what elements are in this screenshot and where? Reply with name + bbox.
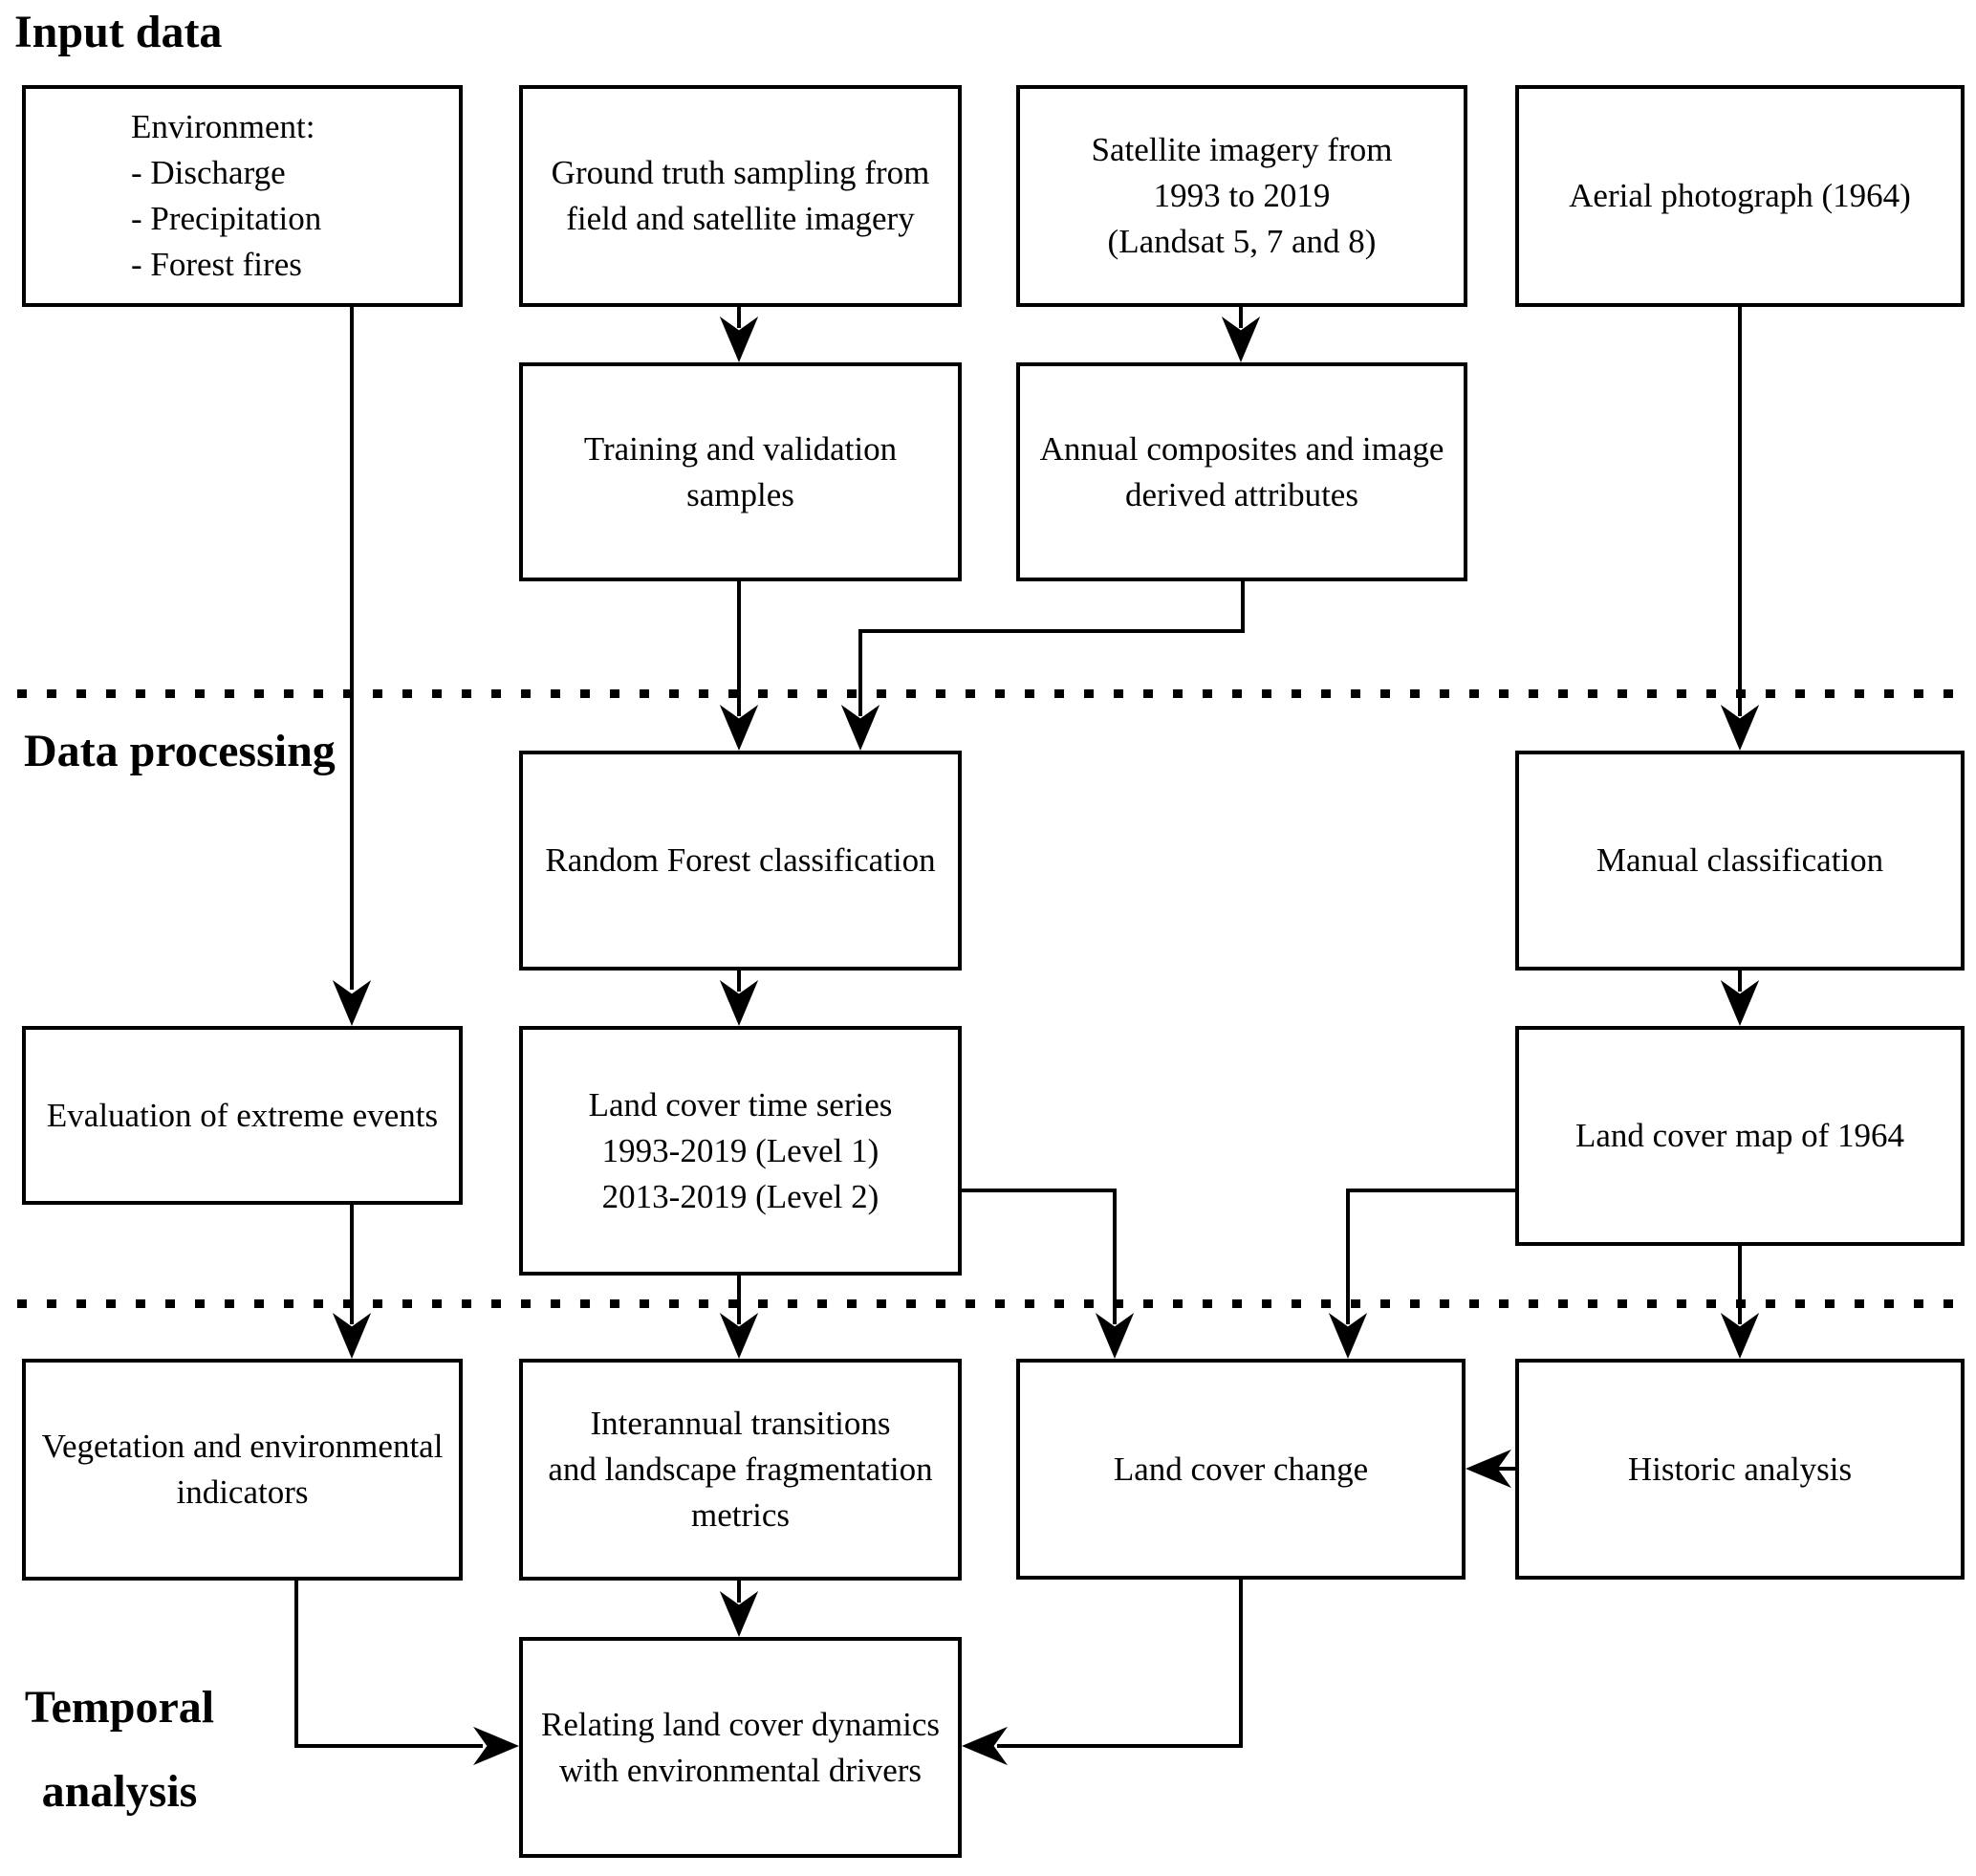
box-evaluation-extreme-events-text: Evaluation of extreme events bbox=[46, 1096, 439, 1134]
box-environment-text: Environment: - Discharge - Precipitation… bbox=[131, 108, 322, 283]
box-historic-analysis-text: Historic analysis bbox=[1627, 1450, 1853, 1488]
box-manual-classification-text: Manual classification bbox=[1596, 841, 1884, 879]
box-training-validation-samples: Training and validation samples bbox=[519, 362, 962, 581]
box-land-cover-map-1964: Land cover map of 1964 bbox=[1515, 1026, 1965, 1246]
line-change-elbow-across bbox=[997, 1744, 1243, 1748]
box-land-cover-time-series-text: Land cover time series 1993-2019 (Level … bbox=[588, 1085, 893, 1215]
line-environment-to-evaluation bbox=[350, 307, 354, 990]
box-interannual-transitions-text: Interannual transitions and landscape fr… bbox=[548, 1405, 933, 1534]
box-evaluation-extreme-events: Evaluation of extreme events bbox=[22, 1026, 463, 1205]
line-annual-elbow-to-random-forest bbox=[858, 629, 862, 716]
line-random-forest-to-time-series bbox=[737, 971, 741, 992]
box-annual-composites: Annual composites and image derived attr… bbox=[1016, 362, 1467, 581]
box-relating-dynamics-drivers-text: Relating land cover dynamics with enviro… bbox=[541, 1705, 940, 1789]
box-vegetation-indicators: Vegetation and environmental indicators bbox=[22, 1359, 463, 1581]
line-training-to-random-forest bbox=[737, 581, 741, 716]
dotted-separator-input-processing bbox=[17, 689, 1967, 698]
line-map-to-historic bbox=[1738, 1246, 1742, 1324]
line-interannual-to-relating bbox=[737, 1581, 741, 1603]
line-map-elbow-down bbox=[1346, 1189, 1350, 1324]
line-manual-to-land-cover-map bbox=[1738, 971, 1742, 992]
line-historic-to-land-cover-change bbox=[1494, 1467, 1517, 1471]
box-land-cover-change-text: Land cover change bbox=[1113, 1450, 1369, 1488]
box-random-forest-classification-text: Random Forest classification bbox=[545, 841, 936, 879]
box-ground-truth-sampling: Ground truth sampling from field and sat… bbox=[519, 85, 962, 307]
box-satellite-imagery: Satellite imagery from 1993 to 2019 (Lan… bbox=[1016, 85, 1467, 307]
line-ground-truth-to-training bbox=[737, 307, 741, 328]
line-time-series-to-interannual bbox=[737, 1276, 741, 1324]
line-vegetation-elbow-down bbox=[294, 1581, 298, 1748]
box-land-cover-map-1964-text: Land cover map of 1964 bbox=[1574, 1117, 1905, 1154]
box-historic-analysis: Historic analysis bbox=[1515, 1359, 1965, 1580]
line-time-series-elbow-down bbox=[1113, 1189, 1117, 1324]
section-label-input-data: Input data bbox=[14, 7, 223, 57]
box-land-cover-change: Land cover change bbox=[1016, 1359, 1466, 1580]
line-change-elbow-down bbox=[1239, 1580, 1243, 1748]
box-interannual-transitions: Interannual transitions and landscape fr… bbox=[519, 1359, 962, 1581]
dotted-separator-processing-temporal bbox=[17, 1299, 1967, 1308]
box-random-forest-classification: Random Forest classification bbox=[519, 751, 962, 971]
box-aerial-photograph-text: Aerial photograph (1964) bbox=[1569, 177, 1911, 214]
line-time-series-elbow-across bbox=[958, 1189, 1117, 1192]
line-map-elbow-across bbox=[1350, 1189, 1517, 1192]
box-ground-truth-sampling-text: Ground truth sampling from field and sat… bbox=[551, 154, 930, 237]
box-land-cover-time-series: Land cover time series 1993-2019 (Level … bbox=[519, 1026, 962, 1276]
box-manual-classification: Manual classification bbox=[1515, 751, 1965, 971]
line-annual-elbow-across bbox=[858, 629, 1245, 633]
line-aerial-to-manual bbox=[1738, 307, 1742, 716]
line-evaluation-to-vegetation bbox=[350, 1205, 354, 1324]
box-annual-composites-text: Annual composites and image derived attr… bbox=[1039, 429, 1444, 513]
box-satellite-imagery-text: Satellite imagery from 1993 to 2019 (Lan… bbox=[1091, 131, 1393, 260]
box-relating-dynamics-drivers: Relating land cover dynamics with enviro… bbox=[519, 1637, 962, 1858]
box-aerial-photograph: Aerial photograph (1964) bbox=[1515, 85, 1965, 307]
line-vegetation-elbow-across bbox=[294, 1744, 483, 1748]
section-label-data-processing: Data processing bbox=[24, 726, 336, 776]
box-environment: Environment: - Discharge - Precipitation… bbox=[22, 85, 463, 307]
line-satellite-to-annual bbox=[1239, 307, 1243, 328]
line-annual-elbow-down bbox=[1241, 581, 1245, 633]
box-training-validation-samples-text: Training and validation samples bbox=[583, 429, 898, 513]
section-label-temporal-analysis: Temporal analysis bbox=[24, 1682, 215, 1817]
box-vegetation-indicators-text: Vegetation and environmental indicators bbox=[41, 1428, 444, 1511]
